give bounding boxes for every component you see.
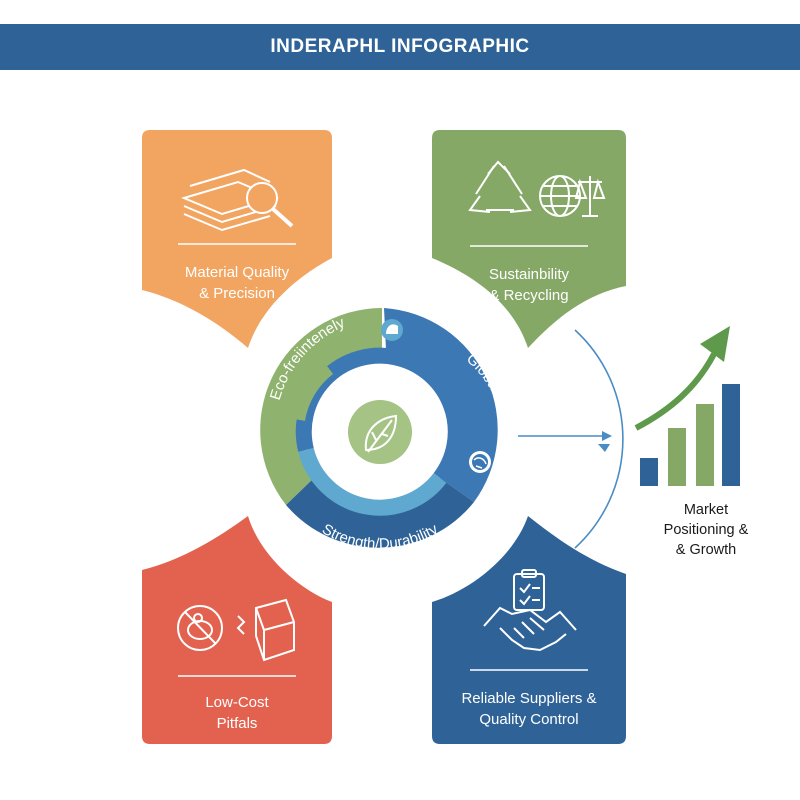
- connector-arc: [574, 329, 624, 549]
- market-line2: Positioning &: [663, 522, 749, 538]
- inner-ring-light: [298, 447, 447, 516]
- ring-segment-eco: [260, 308, 382, 505]
- header-banner: INDERAPHL INFOGRAPHIC: [0, 24, 800, 70]
- panel-suppliers-label: Reliable Suppliers & Quality Control: [432, 688, 626, 730]
- panel-material-line1: Material Quality: [184, 264, 290, 281]
- panel-suppliers-line1: Reliable Suppliers &: [461, 690, 597, 707]
- muscle-icon: [386, 324, 398, 334]
- market-line1: Market: [683, 502, 729, 518]
- panel-sustainability-line1: Sustainbility: [488, 266, 570, 283]
- inner-ring-accent: [295, 366, 334, 421]
- market-line3: & Growth: [675, 542, 737, 558]
- market-positioning-label: Market Positioning & & Growth: [636, 500, 776, 560]
- panel-lowcost-label: Low-Cost Pitfals: [142, 692, 332, 734]
- growth-bar-chart-icon: [634, 326, 740, 486]
- recycle-globe-scale-icon: [468, 160, 606, 217]
- panel-material-line2: & Precision: [199, 285, 275, 302]
- panel-material-label: Material Quality & Precision: [142, 262, 332, 304]
- handshake-clipboard-icon: [483, 569, 577, 652]
- panel-material-quality: [142, 130, 332, 348]
- leaf-icon: [364, 414, 398, 453]
- center-circle: [348, 400, 412, 464]
- connector-arrowhead: [602, 431, 612, 441]
- panel-lowcost-line2: Pitfals: [216, 715, 258, 732]
- panel-sustainability-label: Sustainbility & Recycling: [432, 264, 626, 306]
- panel-lowcost-line1: Low-Cost: [205, 694, 269, 711]
- panel-suppliers-line2: Quality Control: [479, 711, 579, 728]
- connector-arrowhead-lower: [598, 444, 610, 452]
- page-title: INDERAPHL INFOGRAPHIC: [270, 36, 530, 57]
- no-piggybank-broken-box-icon: [177, 598, 295, 662]
- globe-lines: [473, 457, 487, 469]
- panel-low-cost-pitfalls: [142, 516, 332, 744]
- panel-sustainability-line2: & Recycling: [489, 287, 569, 304]
- documents-magnifier-icon: [181, 168, 294, 232]
- panel-sustainability: [432, 130, 626, 348]
